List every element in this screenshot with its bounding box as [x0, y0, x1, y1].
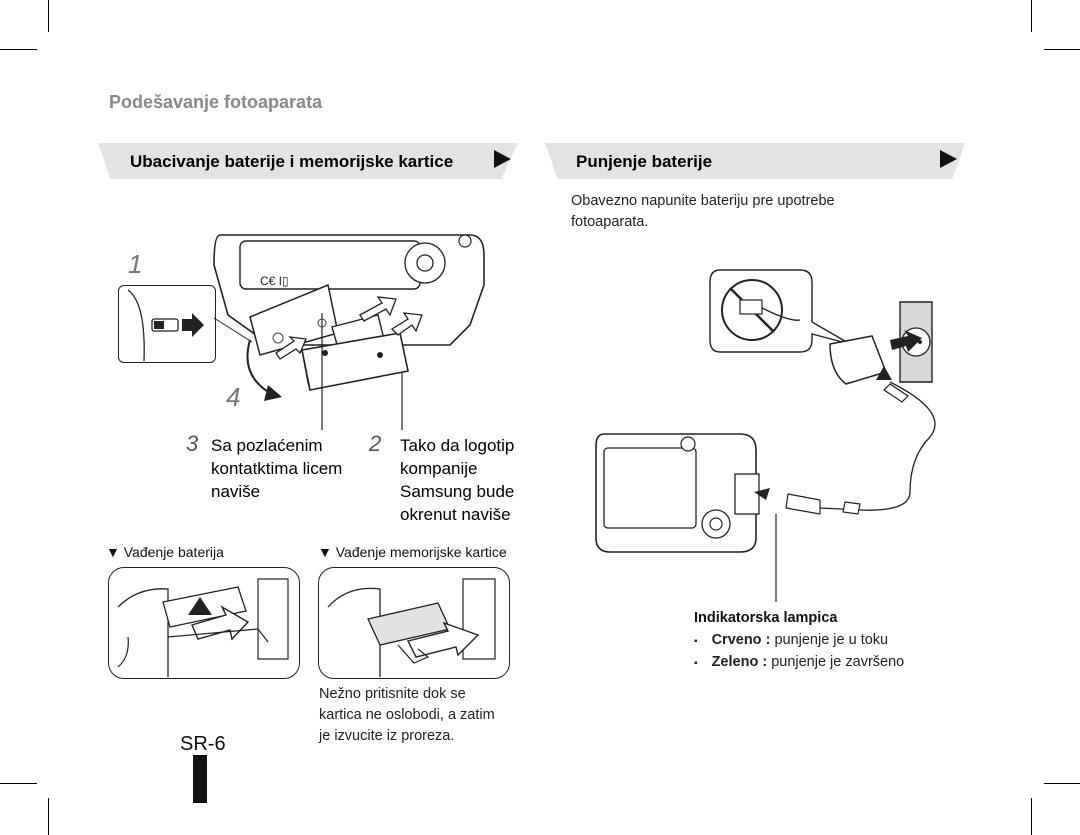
note-line: je izvucite iz proreza. [319, 728, 455, 744]
intro-line: fotoaparata. [571, 214, 649, 230]
indicator-title: Indikatorska lampica [694, 610, 838, 626]
page-number: SR-6 [180, 733, 226, 755]
indicator-bullet: ▪ [694, 658, 698, 669]
crop-mark [1031, 798, 1032, 835]
section-title: Podešavanje fotoaparata [109, 92, 323, 112]
indicator-item: ▪ Zeleno : punjenje je završeno [694, 652, 904, 674]
step3-line: kontatktima licem [211, 459, 343, 478]
left-section-band [98, 143, 518, 179]
step2-line: Tako da logotip [400, 436, 515, 455]
battery-removal-illustration-frame [108, 567, 300, 679]
battery-removal-illustration [117, 578, 289, 677]
step3-line: Sa pozlaćenim [211, 436, 323, 455]
arrow-right-icon [494, 150, 511, 168]
crop-mark [48, 0, 49, 32]
step2-line: okrenut naviše [400, 505, 511, 524]
indicator-separator: : [758, 654, 772, 670]
card-removal-illustration [327, 578, 496, 677]
charging-intro: Obavezno napunite bateriju pre upotrebe … [571, 191, 835, 233]
intro-line: Obavezno napunite bateriju pre upotrebe [571, 193, 835, 209]
crop-mark [48, 798, 49, 835]
crop-mark [1031, 0, 1032, 32]
indicator-text: punjenje je u toku [774, 632, 889, 648]
indicator-separator: : [761, 632, 775, 648]
indicator-text: punjenje je završeno [771, 654, 905, 670]
right-section-band [545, 143, 965, 179]
crop-mark [0, 49, 37, 50]
charging-illustration [595, 269, 936, 602]
indicator-label-red: Crveno [711, 632, 762, 648]
crop-mark [1044, 783, 1080, 784]
crop-mark [1044, 49, 1080, 50]
svg-text:C€ I▯: C€ I▯ [260, 274, 289, 288]
step-number-2: 2 [369, 431, 382, 456]
arrow-right-icon [940, 150, 957, 168]
card-removal-note: Nežno pritisnite dok se kartica ne oslob… [319, 684, 495, 747]
battery-removal-heading: ▼ Vađenje baterija [106, 544, 224, 560]
camera-battery-insertion-illustration: C€ I▯ [213, 234, 485, 430]
step2-caption: Tako da logotip kompanije Samsung bude o… [400, 434, 514, 526]
left-section-title: Ubacivanje baterije i memorijske kartice [130, 152, 454, 171]
step-number-4: 4 [226, 382, 241, 412]
card-removal-heading: ▼ Vađenje memorijske kartice [318, 544, 507, 560]
page-tab-marker [193, 755, 207, 803]
step-number-1: 1 [128, 249, 143, 279]
step-number-3: 3 [186, 431, 199, 456]
step2-line: Samsung bude [400, 482, 515, 501]
indicator-item: ▪ Crveno : punjenje je u toku [694, 630, 888, 652]
step3-caption: Sa pozlaćenim kontatktima licem naviše [211, 434, 342, 503]
battery-lock-detail-illustration [127, 289, 204, 362]
note-line: Nežno pritisnite dok se [319, 686, 466, 702]
crop-mark [0, 783, 37, 784]
right-section-title: Punjenje baterije [576, 152, 713, 171]
step3-line: naviše [211, 482, 261, 501]
connector-line [213, 317, 253, 343]
indicator-bullet: ▪ [694, 636, 698, 647]
note-line: kartica ne oslobodi, a zatim [319, 707, 495, 723]
step2-line: kompanije [400, 459, 478, 478]
indicator-label-green: Zeleno [711, 654, 759, 670]
